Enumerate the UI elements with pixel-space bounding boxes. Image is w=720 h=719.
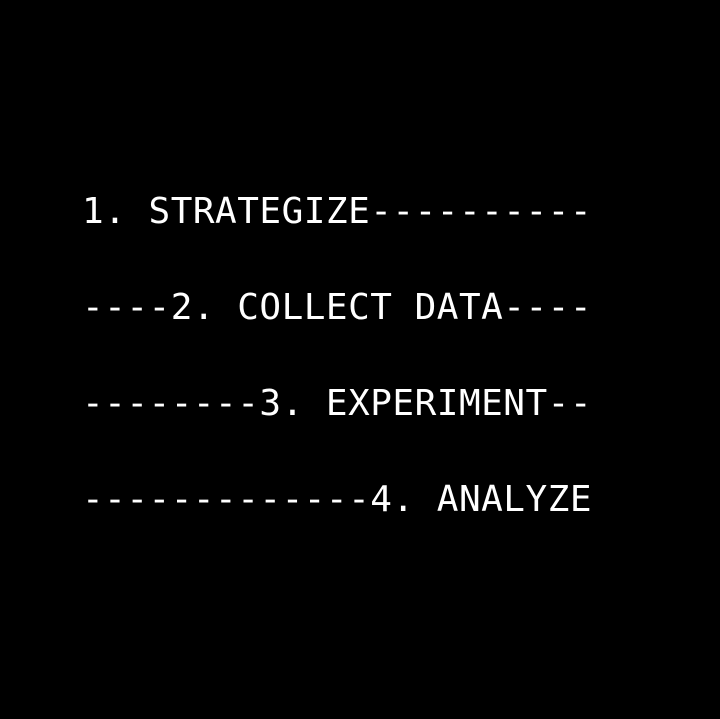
step-line-collect-data: ----2. COLLECT DATA---- [82,287,592,328]
step-line-analyze: -------------4. ANALYZE [82,479,592,520]
step-line-strategize: 1. STRATEGIZE---------- [82,191,592,232]
step-line-experiment: --------3. EXPERIMENT-- [82,383,592,424]
step-list: 1. STRATEGIZE---------- ----2. COLLECT D… [82,188,592,572]
